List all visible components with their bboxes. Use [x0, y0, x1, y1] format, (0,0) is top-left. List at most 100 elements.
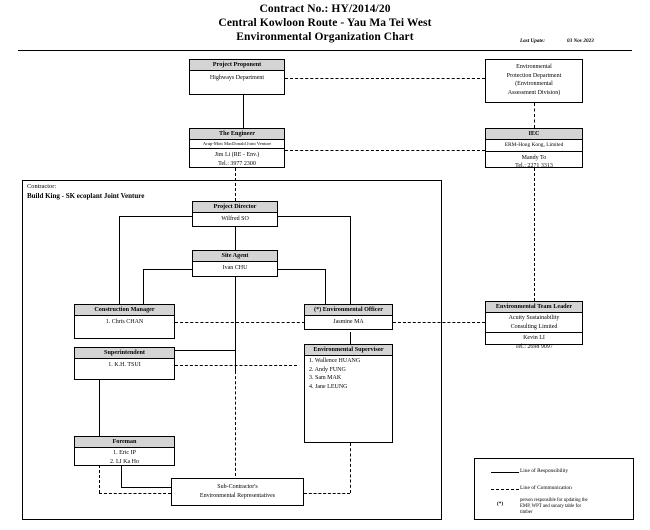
box-project-proponent-header: Project Proponent [190, 60, 284, 71]
box-epd-line3: (Environmental [515, 81, 553, 87]
connector-site-agent-right-v [325, 269, 326, 304]
box-environmental-officer-header: (*) Environmental Officer [305, 305, 392, 316]
box-engineer-company: Arup-Mott MacDonald Joint Venture [190, 140, 284, 149]
list-item: 1. Wallence HUANG [309, 358, 361, 364]
connector-es-sub-h [304, 493, 350, 494]
page-title: Contract No.: HY/2014/20 Central Kowloon… [0, 2, 650, 44]
connector-proponent-engineer [243, 95, 244, 128]
connector-foreman-sub-v [121, 466, 122, 487]
connector-iec-team-leader [534, 168, 535, 301]
box-site-agent-header: Site Agent [193, 251, 277, 262]
box-environmental-supervisor-header: Environmental Supervisor [305, 345, 392, 356]
box-epd-line2: Protection Department [506, 72, 562, 79]
box-engineer-tel: Tel.: 3977 2300 [218, 160, 256, 167]
connector-site-agent-spine [235, 270, 236, 371]
contractor-label-title: Contractor: [27, 183, 57, 190]
last-update-stamp: Last Upate: 03 Nov 2023 [515, 38, 640, 50]
box-iec[interactable]: IEC ERM-Hong Kong, Limited Mandy To Tel.… [485, 128, 583, 169]
connector-superintendent-es-dashed [175, 365, 297, 366]
connector-eo-es-vertical [350, 332, 351, 344]
connector-engineer-iec [285, 150, 485, 151]
connector-foreman-sub-h [121, 487, 171, 488]
list-item: 1. Eric IP [113, 450, 136, 456]
last-update-value: 03 Nov 2023 [567, 38, 594, 44]
box-environmental-supervisor[interactable]: Environmental Supervisor 1. Wallence HUA… [304, 344, 393, 443]
box-construction-manager-header: Construction Manager [75, 305, 174, 316]
legend-responsibility-label: Line of Responsibility [520, 468, 569, 474]
box-iec-header: IEC [486, 129, 582, 140]
connector-site-agent-right-h [278, 269, 325, 270]
box-construction-manager[interactable]: Construction Manager 1. Chris CHAN [74, 304, 175, 339]
legend-responsibility-line-icon [491, 472, 519, 473]
legend-communication-line-icon [491, 489, 519, 490]
box-superintendent[interactable]: Superintendent 1. K.H. TSUI [74, 347, 175, 380]
contractor-label: Contractor: Build King - SK ecoplant Joi… [27, 183, 144, 200]
box-environmental-team-leader-header: Environmental Team Leader [486, 302, 582, 313]
box-engineer-person: Jim Li (RE - Env.) [214, 152, 260, 158]
box-site-agent[interactable]: Site Agent Ivan CHU [192, 250, 278, 277]
box-sub-contractor-line1: Sub-Contractor's [217, 484, 258, 490]
list-item: 4. Jane LEUNG [309, 383, 348, 390]
connector-director-right-h [278, 216, 350, 217]
title-line-chart: Environmental Organization Chart [236, 31, 414, 43]
box-environmental-team-leader[interactable]: Environmental Team Leader Acuity Sustain… [485, 301, 583, 350]
box-iec-tel: Tel.: 2271 3313 [515, 163, 553, 169]
box-environmental-officer-person: Jasmine MA [333, 319, 364, 325]
box-iec-person: Mandy To [521, 154, 547, 161]
box-project-proponent[interactable]: Project Proponent Highways Department [189, 59, 285, 95]
list-item: 2. LI Ka Ho [110, 458, 139, 465]
connector-director-left-h [119, 216, 192, 217]
legend-asterisk-note: person responsible for updating the EMP,… [520, 498, 628, 517]
connector-site-agent-left-h [143, 269, 193, 270]
connector-director-left-v [119, 216, 120, 304]
contractor-label-name: Build King - SK ecoplant Joint Venture [27, 191, 145, 200]
box-project-director-header: Project Director [193, 202, 277, 213]
legend: Line of Responsibility Line of Communica… [474, 458, 634, 520]
box-environmental-supervisor-list: 1. Wallence HUANG 2. Andy FUNG 3. Sam MA… [305, 356, 392, 391]
connector-eo-etl-dashed [393, 322, 485, 323]
connector-director-right-v [350, 216, 351, 304]
contractor-boundary [22, 180, 442, 520]
connector-superintendent-sub-h [99, 493, 171, 494]
box-sub-contractor-line2: Environmental Representatives [199, 492, 276, 499]
box-site-agent-person: Ivan CHU [222, 265, 248, 271]
connector-cm-eo-dashed [175, 322, 310, 323]
box-etl-company-line1: Acuity Sustainability [508, 315, 560, 321]
connector-epd-iec [534, 103, 535, 128]
connector-spine-lower-dashed [235, 371, 236, 476]
connector-director-site-agent [235, 227, 236, 250]
box-engineer-header: The Engineer [190, 129, 284, 140]
header-divider [18, 50, 632, 51]
box-etl-tel: Tel.: 2698 9097 [515, 343, 553, 350]
box-environmental-protection-department[interactable]: Environmental Protection Department (Env… [485, 59, 583, 103]
box-sub-contractor-environmental-representatives[interactable]: Sub-Contractor's Environmental Represent… [171, 478, 304, 506]
connector-superintendent-spine [175, 350, 235, 351]
connector-proponent-epd [285, 78, 485, 79]
box-etl-person: Kevin LI [523, 335, 545, 341]
box-project-director-person: Wilfred SO [221, 216, 249, 222]
box-etl-company-line2: Consulting Limited [486, 323, 582, 333]
legend-asterisk-note-line1: person responsible for updating the [520, 498, 588, 503]
connector-site-agent-left-v [143, 269, 144, 304]
connector-engineer-director [235, 168, 236, 201]
box-project-director[interactable]: Project Director Wilfred SO [192, 201, 278, 227]
title-line-contract: Contract No.: HY/2014/20 [259, 3, 391, 15]
box-project-proponent-body: Highways Department [209, 75, 265, 81]
box-iec-company: ERM-Hong Kong, Limited [486, 140, 582, 152]
box-epd-line1: Environmental [516, 64, 552, 70]
legend-asterisk-note-line3: timber [520, 510, 533, 516]
box-foreman-header: Foreman [75, 437, 174, 448]
box-superintendent-header: Superintendent [75, 348, 174, 359]
box-the-engineer[interactable]: The Engineer Arup-Mott MacDonald Joint V… [189, 128, 285, 168]
box-construction-manager-person: 1. Chris CHAN [105, 319, 144, 325]
legend-asterisk-note-line2: EMP, WPT and sunary table for [520, 504, 582, 510]
title-line-project: Central Kowloon Route - Yau Ma Tei West [218, 17, 432, 29]
legend-communication-label: Line of Communication [520, 485, 572, 491]
box-environmental-officer[interactable]: (*) Environmental Officer Jasmine MA [304, 304, 393, 330]
list-item: 3. Sam MAK [309, 375, 342, 382]
legend-asterisk-symbol: (*) [497, 501, 504, 507]
box-foreman[interactable]: Foreman 1. Eric IP 2. LI Ka Ho [74, 436, 175, 466]
box-epd-line4: Assessment Division) [507, 89, 561, 96]
box-superintendent-person: 1. K.H. TSUI [108, 362, 141, 368]
